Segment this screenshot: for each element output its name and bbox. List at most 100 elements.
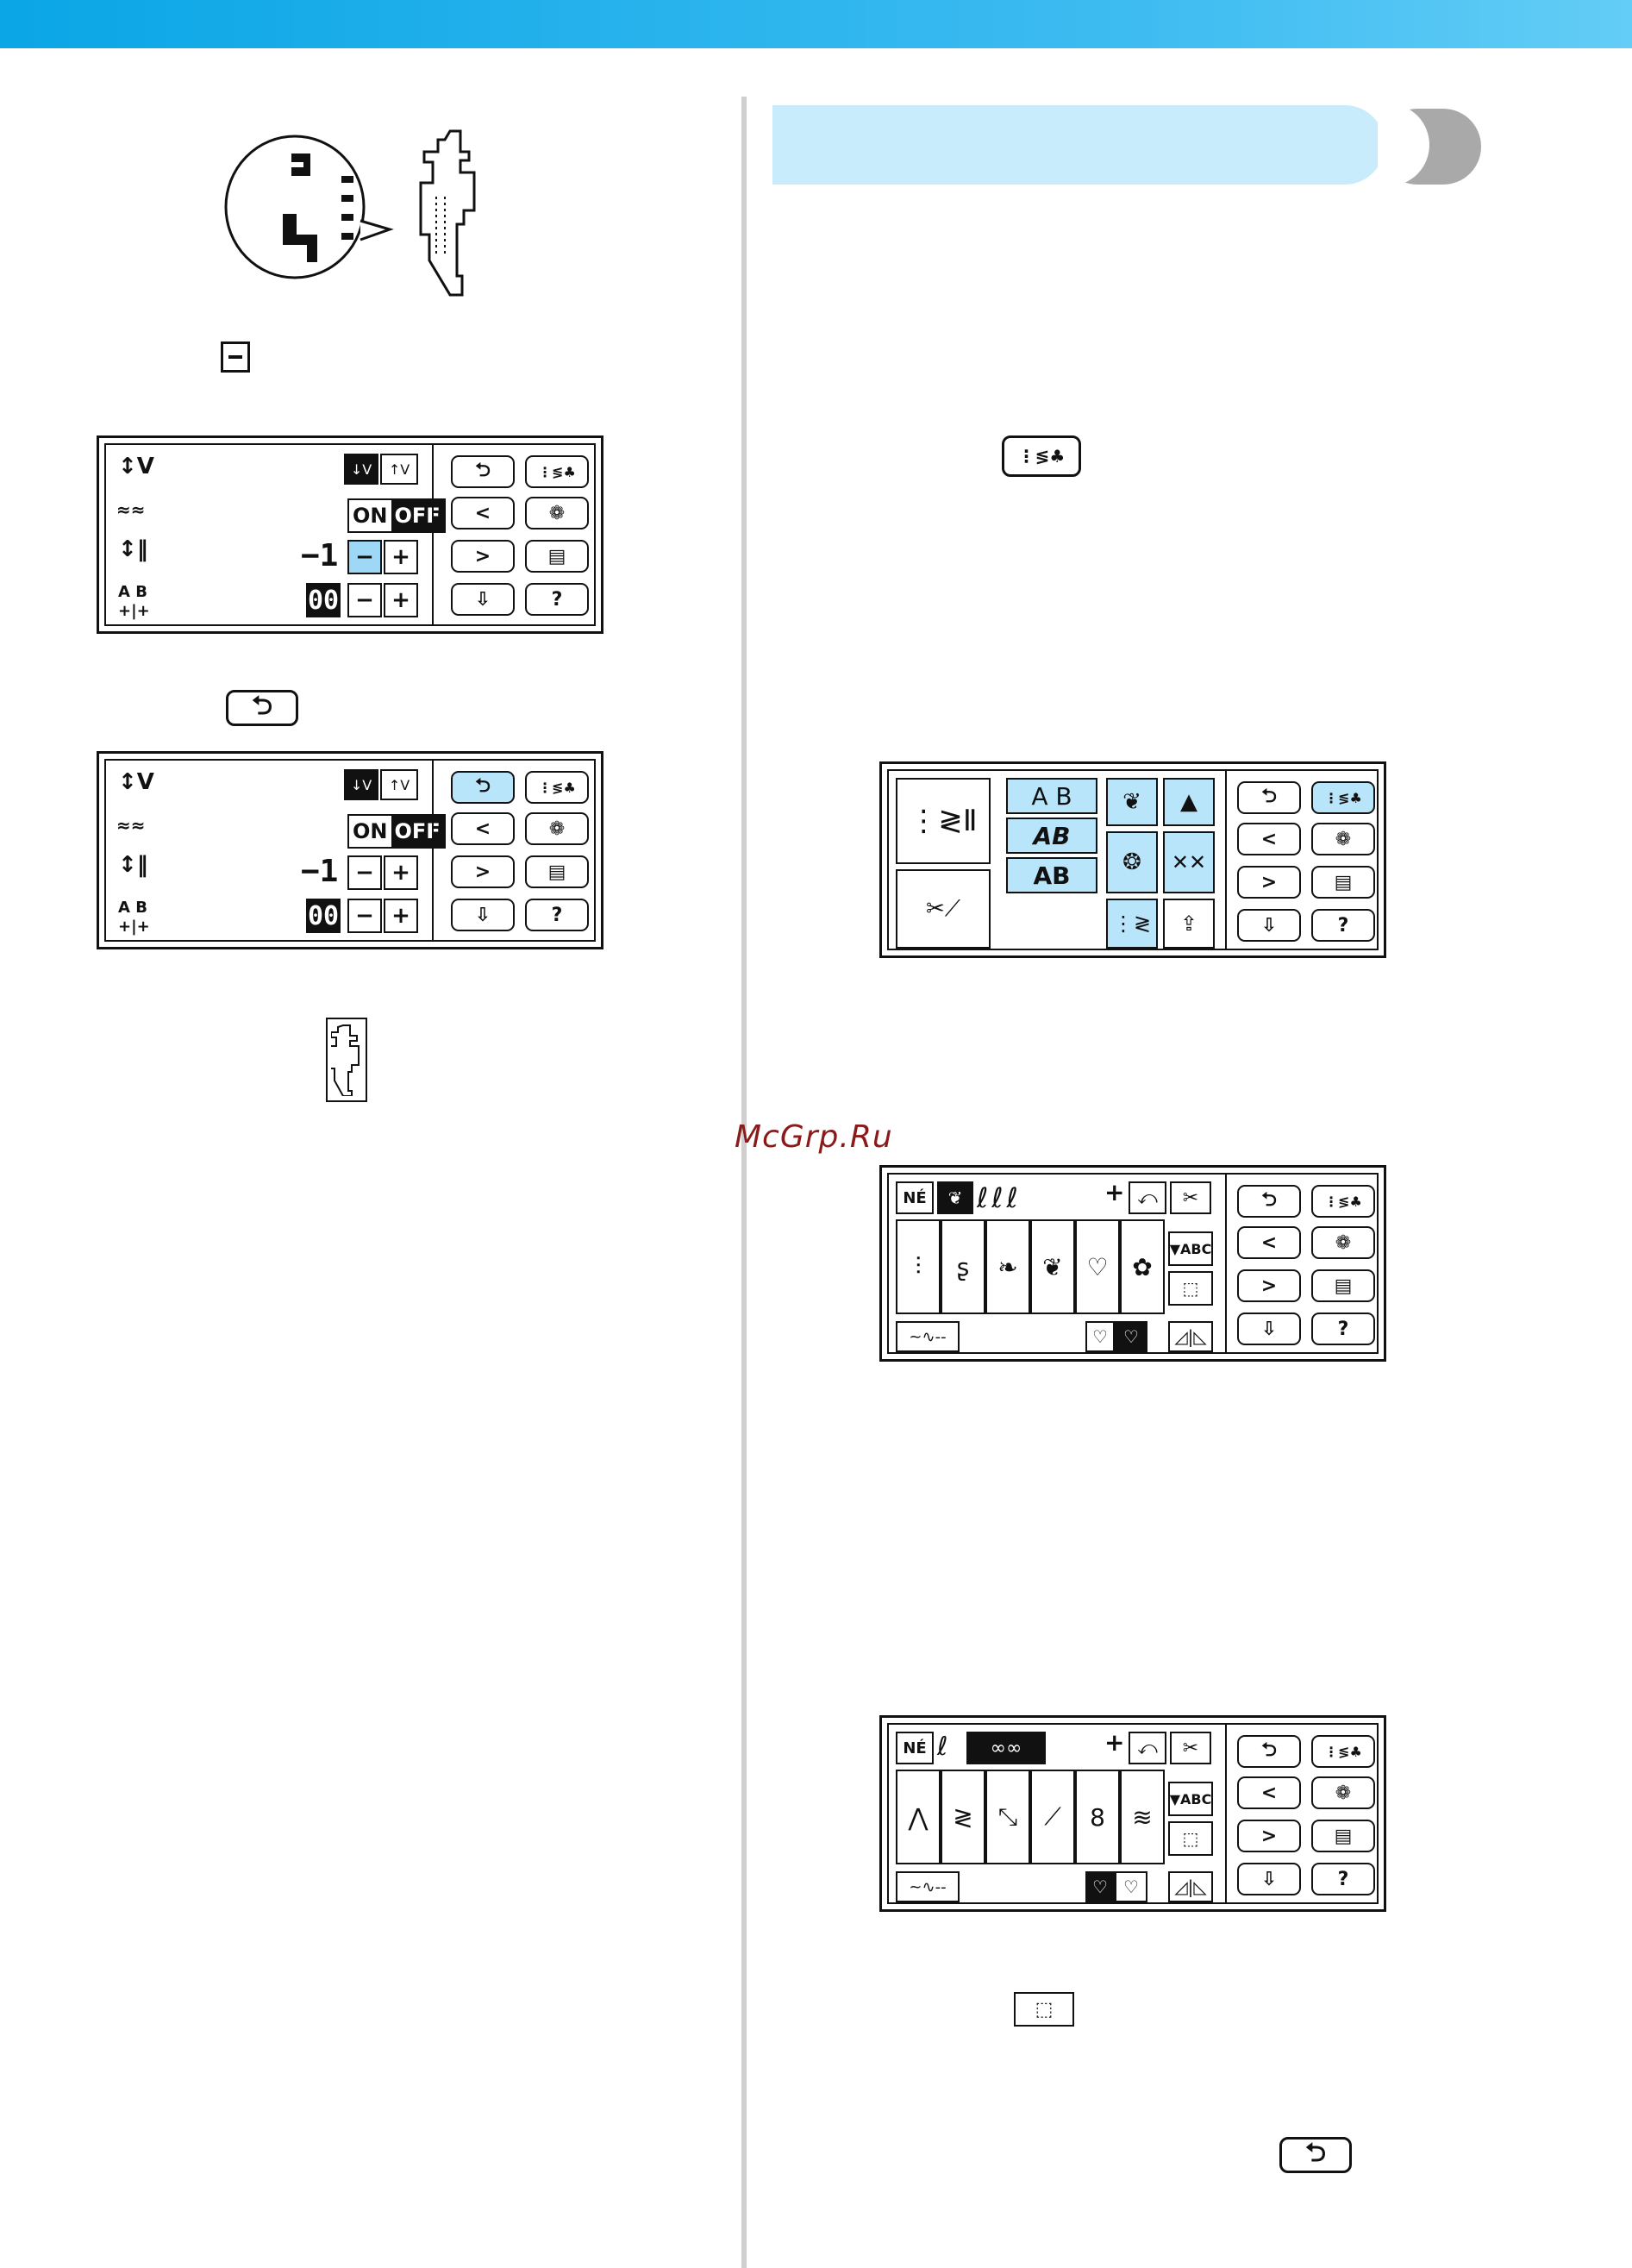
plus-button[interactable]: + bbox=[384, 540, 418, 574]
abc-button[interactable]: ▼ABC bbox=[1168, 1782, 1213, 1816]
stitch-pattern-3[interactable]: ⤡ bbox=[985, 1770, 1030, 1864]
mirror-button[interactable]: ◿|◺ bbox=[1168, 1321, 1213, 1352]
scissors-button[interactable]: ✂ bbox=[1170, 1732, 1211, 1764]
stitch-pattern-4[interactable]: ❦ bbox=[1030, 1219, 1075, 1314]
embroidery-button[interactable]: ❁ bbox=[1311, 1776, 1375, 1809]
back-button[interactable]: ⮌ bbox=[1237, 1735, 1301, 1768]
stitch-pattern-5[interactable]: 8 bbox=[1075, 1770, 1120, 1864]
utility-stitch-button[interactable]: ⋮≷Ⅱ bbox=[896, 778, 991, 864]
memory-button[interactable]: ▤ bbox=[1311, 1820, 1375, 1852]
satin-stitch-button[interactable]: ❂ bbox=[1106, 831, 1158, 893]
font-gothic-button[interactable]: A B bbox=[1006, 778, 1097, 814]
embroidery-button[interactable]: ❁ bbox=[525, 497, 589, 529]
mirror-button[interactable]: ◿|◺ bbox=[1168, 1871, 1213, 1902]
pattern-select-button[interactable]: ⋮≶♣ bbox=[525, 455, 589, 488]
memory-button[interactable]: ▤ bbox=[1311, 866, 1375, 899]
back-button[interactable]: ⮌ bbox=[1237, 1185, 1301, 1218]
plus-button[interactable]: + bbox=[384, 855, 418, 890]
color-pattern-button[interactable]: ⬚ bbox=[1168, 1821, 1213, 1856]
thread-cut-button[interactable]: ⤺ bbox=[1129, 1732, 1166, 1764]
heart-selected-button[interactable]: ♡ bbox=[1085, 1871, 1115, 1902]
prev-button[interactable]: < bbox=[1237, 823, 1301, 855]
ne-button[interactable]: NÉ bbox=[896, 1732, 934, 1764]
save-button[interactable]: ⇩ bbox=[1237, 1863, 1301, 1895]
stitch-pattern-3[interactable]: ❧ bbox=[985, 1219, 1030, 1314]
next-button[interactable]: > bbox=[1237, 1820, 1301, 1852]
onoff-toggle[interactable]: ON OFF bbox=[347, 498, 446, 533]
next-button[interactable]: > bbox=[451, 855, 515, 888]
scissors-button[interactable]: ✂ bbox=[1170, 1181, 1211, 1214]
ne-button[interactable]: NÉ bbox=[896, 1181, 934, 1214]
save-button[interactable]: ⇩ bbox=[1237, 1313, 1301, 1345]
minus-button[interactable]: − bbox=[347, 583, 382, 617]
sewing-bobbin-button[interactable]: ✂⟋ bbox=[896, 869, 991, 949]
stitch-pattern-5[interactable]: ♡ bbox=[1075, 1219, 1120, 1314]
pattern-select-button[interactable]: ⋮≶♣ bbox=[525, 771, 589, 804]
prev-button[interactable]: < bbox=[451, 812, 515, 845]
pattern-select-button[interactable]: ⋮≶♣ bbox=[1311, 781, 1375, 814]
embroidery-button[interactable]: ❁ bbox=[1311, 1226, 1375, 1259]
needle-up-icon[interactable]: ↑V bbox=[380, 769, 418, 800]
memory-button[interactable]: ▤ bbox=[525, 855, 589, 888]
selected-pattern-icon[interactable]: ❦ bbox=[937, 1181, 973, 1214]
onoff-toggle[interactable]: ON OFF bbox=[347, 814, 446, 849]
font-outline-button[interactable]: AB bbox=[1006, 857, 1097, 893]
help-button[interactable]: ? bbox=[1311, 1863, 1375, 1895]
embroidery-button[interactable]: ❁ bbox=[1311, 823, 1375, 855]
memory-button[interactable]: ▤ bbox=[525, 540, 589, 573]
selected-pattern-icon[interactable]: ∞∞ bbox=[966, 1732, 1046, 1764]
needle-up-icon[interactable]: ↑V bbox=[380, 454, 418, 485]
plus-button[interactable]: + bbox=[384, 899, 418, 933]
toggle-off[interactable]: OFF bbox=[391, 816, 444, 847]
needle-down-icon[interactable]: ↓V bbox=[344, 454, 378, 485]
minus-button[interactable]: − bbox=[347, 540, 382, 574]
help-button[interactable]: ? bbox=[525, 899, 589, 931]
next-button[interactable]: > bbox=[451, 540, 515, 573]
stitch-pattern-4[interactable]: ⟋ bbox=[1030, 1770, 1075, 1864]
color-pattern-button[interactable]: ⬚ bbox=[1168, 1271, 1213, 1306]
stitch-preview-button[interactable]: ~∿-- bbox=[896, 1321, 960, 1352]
abc-button[interactable]: ▼ABC bbox=[1168, 1231, 1213, 1266]
save-button[interactable]: ⇩ bbox=[451, 899, 515, 931]
next-button[interactable]: > bbox=[1237, 866, 1301, 899]
heirloom-stitch-button[interactable]: ▲ bbox=[1163, 778, 1215, 826]
heart-outline-button[interactable]: ♡ bbox=[1115, 1871, 1147, 1902]
back-button[interactable]: ⮌ bbox=[451, 771, 515, 804]
thread-cut-button[interactable]: ⤺ bbox=[1129, 1181, 1166, 1214]
help-button[interactable]: ? bbox=[525, 583, 589, 616]
stitch-pattern-2[interactable]: ʂ bbox=[941, 1219, 985, 1314]
font-script-button[interactable]: AB bbox=[1006, 818, 1097, 854]
help-button[interactable]: ? bbox=[1311, 909, 1375, 942]
prev-button[interactable]: < bbox=[1237, 1776, 1301, 1809]
stitch-pattern-2[interactable]: ≷ bbox=[941, 1770, 985, 1864]
next-button[interactable]: > bbox=[1237, 1269, 1301, 1302]
save-button[interactable]: ⇩ bbox=[1237, 909, 1301, 942]
minus-button[interactable]: − bbox=[347, 855, 382, 890]
back-button[interactable]: ⮌ bbox=[451, 455, 515, 488]
heart-outline-button[interactable]: ♡ bbox=[1085, 1321, 1115, 1352]
stitch-pattern-6[interactable]: ✿ bbox=[1120, 1219, 1165, 1314]
stitch-pattern-1[interactable]: ⋀ bbox=[896, 1770, 941, 1864]
heart-selected-button[interactable]: ♡ bbox=[1115, 1321, 1147, 1352]
memory-button[interactable]: ▤ bbox=[1311, 1269, 1375, 1302]
decorative-stitch-button[interactable]: ❦ bbox=[1106, 778, 1158, 826]
toggle-off[interactable]: OFF bbox=[391, 500, 444, 531]
import-pattern-button[interactable]: ⇪ bbox=[1163, 899, 1215, 949]
embroidery-button[interactable]: ❁ bbox=[525, 812, 589, 845]
applique-stitch-button[interactable]: ⋮≷ bbox=[1106, 899, 1158, 949]
toggle-on[interactable]: ON bbox=[349, 816, 391, 847]
prev-button[interactable]: < bbox=[1237, 1226, 1301, 1259]
needle-down-icon[interactable]: ↓V bbox=[344, 769, 378, 800]
prev-button[interactable]: < bbox=[451, 497, 515, 529]
minus-button[interactable]: − bbox=[347, 899, 382, 933]
stitch-pattern-6[interactable]: ≋ bbox=[1120, 1770, 1165, 1864]
stitch-preview-button[interactable]: ~∿-- bbox=[896, 1871, 960, 1902]
save-button[interactable]: ⇩ bbox=[451, 583, 515, 616]
pattern-select-button[interactable]: ⋮≶♣ bbox=[1311, 1735, 1375, 1768]
toggle-on[interactable]: ON bbox=[349, 500, 391, 531]
cross-stitch-button[interactable]: ✕✕ bbox=[1163, 831, 1215, 893]
plus-button[interactable]: + bbox=[384, 583, 418, 617]
help-button[interactable]: ? bbox=[1311, 1313, 1375, 1345]
back-button[interactable]: ⮌ bbox=[1237, 781, 1301, 814]
pattern-select-button[interactable]: ⋮≶♣ bbox=[1311, 1185, 1375, 1218]
